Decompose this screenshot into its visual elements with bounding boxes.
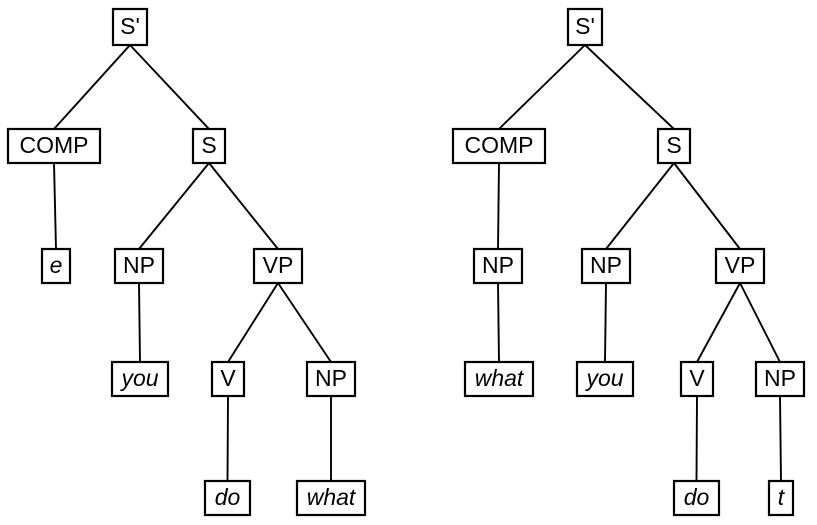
tree-edge-L-S-to-L-VP — [208, 162, 279, 250]
node-box-R-V — [679, 360, 715, 398]
tree-node-R-do: do — [672, 479, 721, 517]
node-label-L-do: do — [215, 484, 241, 510]
node-box-R-what — [463, 360, 535, 398]
node-label-L-Sbar: S' — [120, 13, 140, 39]
tree-nodes-tree-surface-structure: S' COMP S NP NP VP what you V NP do t — [451, 7, 806, 517]
node-label-L-V: V — [220, 365, 236, 391]
node-label-L-COMP: COMP — [20, 132, 89, 158]
node-label-L-NP1: NP — [123, 252, 155, 278]
tree-node-L-V: V — [210, 360, 246, 398]
tree-edge-R-NP0-to-R-what — [497, 282, 500, 363]
node-box-R-NP2 — [754, 360, 806, 398]
tree-node-R-S: S — [656, 127, 692, 165]
tree-node-L-what: what — [295, 479, 367, 517]
node-box-L-S — [191, 127, 227, 165]
tree-edge-L-S-to-L-NP1 — [138, 162, 210, 250]
tree-node-L-e: e — [40, 247, 72, 285]
tree-edge-L-V-to-L-do — [226, 395, 229, 482]
tree-edge-R-Sbar-to-R-S — [584, 44, 675, 130]
tree-node-R-you: you — [575, 360, 635, 398]
node-box-R-do — [672, 479, 721, 517]
tree-edge-R-V-to-R-do — [695, 395, 698, 482]
node-box-L-COMP — [6, 127, 102, 165]
tree-edge-L-VP-to-L-V — [227, 282, 279, 363]
node-box-L-you — [110, 360, 170, 398]
node-box-R-Sbar — [566, 7, 604, 47]
node-label-R-you: you — [584, 365, 623, 391]
tree-node-R-NP2: NP — [754, 360, 806, 398]
node-box-R-you — [575, 360, 635, 398]
node-box-R-NP1 — [580, 247, 632, 285]
tree-edge-R-Sbar-to-R-COMP — [498, 44, 586, 130]
node-label-R-V: V — [689, 365, 705, 391]
node-box-R-VP — [714, 247, 766, 285]
node-box-L-Sbar — [111, 7, 149, 47]
tree-node-R-t: t — [767, 479, 795, 517]
node-label-R-NP0: NP — [482, 252, 514, 278]
tree-node-L-you: you — [110, 360, 170, 398]
node-label-R-Sbar: S' — [575, 13, 595, 39]
node-box-L-NP1 — [113, 247, 165, 285]
tree-edge-R-NP2-to-R-t — [779, 395, 782, 482]
tree-node-L-COMP: COMP — [6, 127, 102, 165]
tree-node-L-VP: VP — [252, 247, 304, 285]
tree-node-R-V: V — [679, 360, 715, 398]
tree-node-L-do: do — [203, 479, 252, 517]
node-box-R-t — [767, 479, 795, 517]
tree-node-L-S: S — [191, 127, 227, 165]
node-label-L-e: e — [50, 252, 63, 278]
node-label-L-NP2: NP — [315, 365, 347, 391]
node-label-R-VP: VP — [725, 252, 756, 278]
tree-edge-R-COMP-to-R-NP0 — [497, 162, 500, 250]
node-label-L-VP: VP — [263, 252, 294, 278]
tree-edge-R-VP-to-R-V — [696, 282, 741, 363]
tree-edge-L-Sbar-to-L-COMP — [53, 44, 131, 130]
tree-node-R-NP0: NP — [472, 247, 524, 285]
node-box-L-NP2 — [305, 360, 357, 398]
tree-node-R-COMP: COMP — [451, 127, 547, 165]
node-box-L-e — [40, 247, 72, 285]
tree-edge-R-S-to-R-VP — [673, 162, 741, 250]
tree-edges-tree-deep-structure — [53, 44, 332, 482]
tree-edges-tree-surface-structure — [497, 44, 782, 482]
node-label-L-S: S — [201, 132, 216, 158]
node-label-R-S: S — [666, 132, 681, 158]
tree-edge-R-VP-to-R-NP2 — [739, 282, 781, 363]
tree-node-R-VP: VP — [714, 247, 766, 285]
node-label-R-what: what — [475, 365, 525, 391]
node-box-L-V — [210, 360, 246, 398]
node-label-R-NP2: NP — [764, 365, 796, 391]
tree-edge-L-COMP-to-L-e — [53, 162, 57, 250]
tree-edge-R-S-to-R-NP1 — [605, 162, 675, 250]
tree-edge-L-NP1-to-L-you — [138, 282, 141, 363]
node-label-R-NP1: NP — [590, 252, 622, 278]
node-label-L-what: what — [307, 484, 357, 510]
node-box-L-what — [295, 479, 367, 517]
node-label-R-do: do — [684, 484, 710, 510]
tree-node-L-NP1: NP — [113, 247, 165, 285]
tree-node-L-NP2: NP — [305, 360, 357, 398]
edges-layer — [53, 44, 782, 482]
tree-node-L-Sbar: S' — [111, 7, 149, 47]
node-box-R-NP0 — [472, 247, 524, 285]
tree-node-R-Sbar: S' — [566, 7, 604, 47]
tree-edge-L-Sbar-to-L-S — [129, 44, 210, 130]
node-label-L-you: you — [119, 365, 158, 391]
tree-node-R-what: what — [463, 360, 535, 398]
node-label-R-COMP: COMP — [465, 132, 534, 158]
node-box-L-do — [203, 479, 252, 517]
tree-edge-L-VP-to-L-NP2 — [277, 282, 332, 363]
node-label-R-t: t — [778, 484, 786, 510]
node-box-R-S — [656, 127, 692, 165]
tree-edge-R-NP1-to-R-you — [604, 282, 607, 363]
node-box-R-COMP — [451, 127, 547, 165]
node-box-L-VP — [252, 247, 304, 285]
tree-node-R-NP1: NP — [580, 247, 632, 285]
